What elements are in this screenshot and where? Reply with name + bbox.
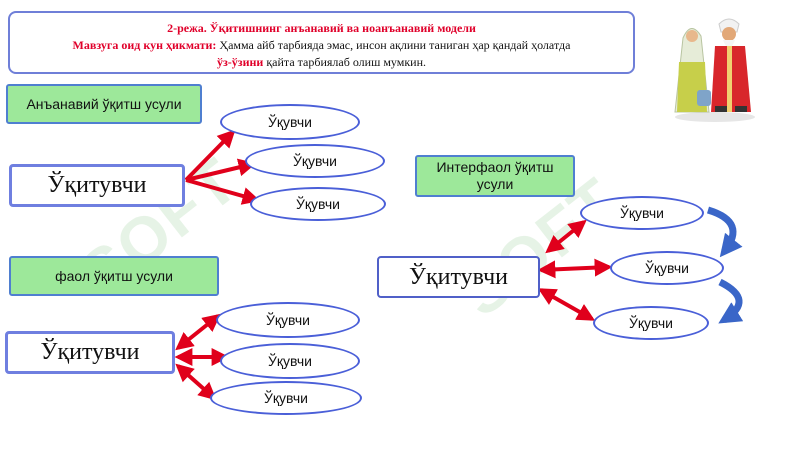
curve-arrow-2 bbox=[718, 278, 744, 324]
arrow-active-3 bbox=[175, 363, 217, 401]
active-method-label: фаол ўқитш усули bbox=[9, 256, 219, 296]
header-title: 2-режа. Ўқитишнинг анъанавий ва ноанъана… bbox=[167, 21, 476, 35]
traditional-student-1: Ўқувчи bbox=[220, 104, 360, 140]
traditional-teacher-box: Ўқитувчи bbox=[9, 164, 185, 207]
active-teacher-box: Ўқитувчи bbox=[5, 331, 175, 374]
interactive-student-3: Ўқувчи bbox=[593, 306, 709, 340]
arrow-teacher-to-student-2 bbox=[185, 158, 257, 182]
active-student-2: Ўқувчи bbox=[220, 343, 360, 379]
header-line2: Мавзуга оид кун ҳикмати: Ҳамма айб тарби… bbox=[10, 37, 633, 54]
interactive-method-label: Интерфаол ўқитш усули bbox=[415, 155, 575, 197]
header-box: 2-режа. Ўқитишнинг анъанавий ва ноанъана… bbox=[8, 11, 635, 74]
header-line3-text: қайта тарбиялаб олиш мумкин. bbox=[263, 55, 427, 69]
header-line2-text: Ҳамма айб тарбияда эмас, инсон ақлини та… bbox=[216, 38, 571, 52]
interactive-student-1: Ўқувчи bbox=[580, 196, 704, 230]
interactive-arrows bbox=[537, 219, 613, 321]
elderly-couple-illustration bbox=[674, 18, 755, 122]
traditional-method-label: Анъанавий ўқитш усули bbox=[6, 84, 202, 124]
arrow-interactive-1 bbox=[545, 219, 587, 254]
arrow-active-1 bbox=[175, 313, 221, 351]
header-line3: ўз-ўзини қайта тарбиялаб олиш мумкин. bbox=[10, 54, 633, 71]
traditional-student-3: Ўқувчи bbox=[250, 187, 386, 221]
arrow-interactive-2 bbox=[537, 258, 613, 279]
interactive-student-2: Ўқувчи bbox=[610, 251, 724, 285]
curve-arrow-1 bbox=[706, 206, 743, 258]
arrow-teacher-to-student-1 bbox=[184, 129, 236, 182]
traditional-arrows bbox=[184, 129, 261, 205]
active-student-1: Ўқувчи bbox=[216, 302, 360, 338]
header-line3-label: ўз-ўзини bbox=[216, 55, 264, 69]
interactive-teacher-box: Ўқитувчи bbox=[377, 256, 540, 298]
arrow-teacher-to-student-3 bbox=[185, 178, 261, 205]
active-student-3: Ўқувчи bbox=[210, 381, 362, 415]
arrow-interactive-3 bbox=[537, 288, 596, 321]
active-arrows bbox=[174, 313, 230, 401]
traditional-student-2: Ўқувчи bbox=[245, 144, 385, 178]
header-line2-label: Мавзуга оид кун ҳикмати: bbox=[72, 38, 217, 52]
